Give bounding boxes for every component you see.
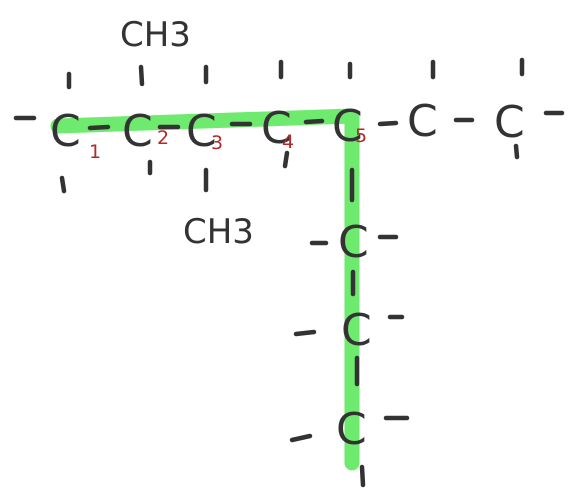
- bond: [138, 64, 145, 87]
- carbon-atom: C: [261, 103, 292, 154]
- carbon-atom: C: [336, 404, 367, 455]
- bond: [282, 150, 290, 169]
- carbon-atom: C: [186, 106, 217, 157]
- bond: [377, 120, 399, 127]
- bonds: [13, 57, 565, 488]
- bond: [59, 175, 67, 194]
- bond: [359, 464, 366, 488]
- bond: [87, 124, 111, 131]
- carbon-atom: C: [50, 106, 81, 157]
- carbon-number: 3: [211, 132, 223, 154]
- carbon-atom: C: [341, 305, 372, 356]
- highlight-path: [50, 108, 360, 471]
- atoms: C C C C C C C C C C: [50, 96, 525, 455]
- carbon-number: 2: [157, 127, 169, 149]
- carbon-numbers: 1 2 3 4 5: [89, 125, 367, 163]
- bond: [303, 118, 325, 125]
- methyl-groups: CH3 CH3: [120, 15, 254, 252]
- carbon-number: 4: [282, 131, 294, 153]
- bond: [513, 143, 520, 160]
- carbon-atom: C: [338, 217, 369, 268]
- carbon-number: 5: [355, 125, 367, 147]
- carbon-number: 1: [89, 141, 101, 163]
- methyl-group-top: CH3: [120, 15, 191, 55]
- methyl-group-bottom: CH3: [183, 212, 254, 252]
- bond: [289, 433, 313, 443]
- bond: [293, 329, 317, 337]
- carbon-atom: C: [332, 101, 363, 152]
- chain-highlight: [50, 108, 360, 471]
- carbon-atom: C: [407, 96, 438, 147]
- carbon-atom: C: [494, 97, 525, 148]
- carbon-atom: C: [122, 106, 153, 157]
